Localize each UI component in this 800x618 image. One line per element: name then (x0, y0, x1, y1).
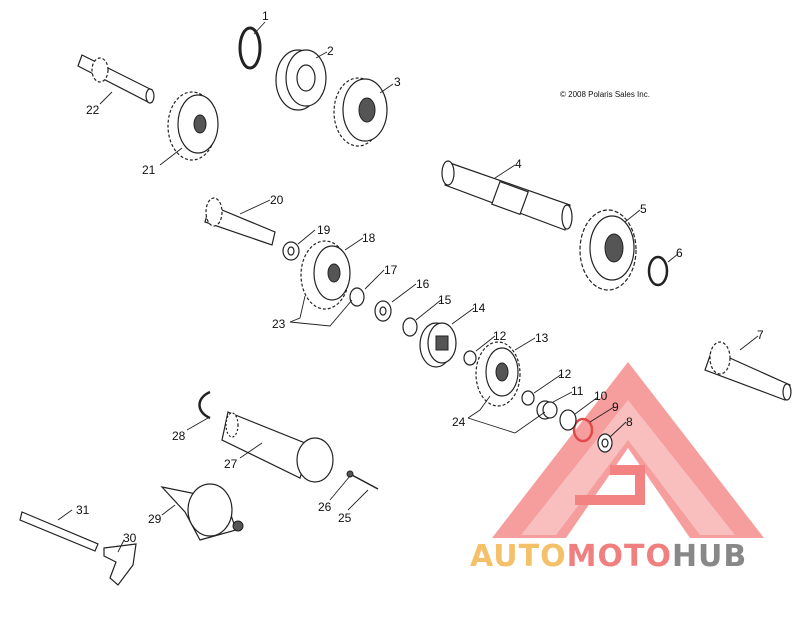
callout-9: 9 (612, 400, 619, 414)
callout-13: 13 (535, 331, 549, 345)
callout-10: 10 (594, 389, 608, 403)
copyright-text: © 2008 Polaris Sales Inc. (560, 90, 650, 99)
part-27-shift-drum (221, 411, 334, 483)
callout-25: 25 (338, 511, 352, 525)
watermark-moto: MOTO (567, 539, 672, 574)
watermark-text: AUTOMOTOHUB (470, 539, 747, 574)
part-28-clip (198, 390, 211, 420)
part-13-gear (475, 341, 521, 407)
callout-2: 2 (327, 44, 334, 58)
callout-11: 11 (571, 384, 584, 398)
callout-26: 26 (318, 500, 332, 514)
part-19-washer (282, 241, 300, 261)
part-22-shaft (77, 54, 155, 104)
part-31-rod (19, 511, 99, 552)
callout-21: 21 (142, 163, 156, 177)
callout-5: 5 (640, 202, 647, 216)
part-29-shift-cam (160, 483, 244, 541)
callout-18: 18 (362, 231, 376, 245)
callout-4: 4 (515, 157, 522, 171)
part-6-ring (647, 255, 669, 287)
callout-1: 1 (262, 9, 269, 23)
callout-31: 31 (76, 503, 90, 517)
callout-8: 8 (626, 415, 633, 429)
watermark-auto: AUTO (470, 539, 567, 574)
callout-19: 19 (317, 223, 331, 237)
watermark-logo-triangle (492, 362, 764, 538)
part-3-gear (333, 77, 388, 147)
leader-lines (57, 21, 759, 553)
part-25-26-detent (346, 470, 379, 490)
callout-15: 15 (438, 293, 452, 307)
part-1-snap-ring (238, 26, 262, 70)
part-9-10-seal (559, 409, 594, 443)
part-8-washer (597, 433, 613, 453)
callout-27: 27 (224, 457, 238, 471)
callout-12a: 12 (493, 329, 507, 343)
part-15-ring (402, 317, 418, 337)
callout-28: 28 (172, 429, 186, 443)
part-30-shift-fork (103, 543, 137, 586)
callout-17: 17 (384, 263, 398, 277)
part-17-bearing (349, 287, 365, 307)
callout-3: 3 (394, 75, 401, 89)
callout-14: 14 (472, 301, 486, 315)
callout-7: 7 (757, 328, 764, 342)
part-18-gear (300, 240, 351, 310)
callout-16: 16 (416, 277, 430, 291)
part-4-main-shaft (441, 160, 573, 231)
callout-labels: 1 2 3 4 5 6 7 8 9 10 11 12 12 13 14 15 1… (76, 9, 764, 545)
callout-23: 23 (272, 317, 286, 331)
callout-30: 30 (123, 531, 137, 545)
callout-12b: 12 (558, 367, 572, 381)
part-2-bearing (275, 49, 327, 111)
part-11-bushing (536, 400, 558, 420)
part-12-washers (463, 350, 535, 406)
callout-22: 22 (86, 103, 100, 117)
watermark-hub: HUB (672, 539, 747, 574)
callout-20: 20 (270, 193, 284, 207)
part-14-hub (419, 322, 457, 368)
callout-6: 6 (676, 246, 683, 260)
part-20-pinion-shaft (204, 197, 276, 246)
part-7-shaft (704, 341, 792, 401)
part-5-large-gear (579, 209, 637, 291)
part-21-gear (167, 91, 219, 161)
part-16-washer (374, 300, 392, 322)
callout-29: 29 (148, 512, 162, 526)
callout-24: 24 (452, 415, 466, 429)
